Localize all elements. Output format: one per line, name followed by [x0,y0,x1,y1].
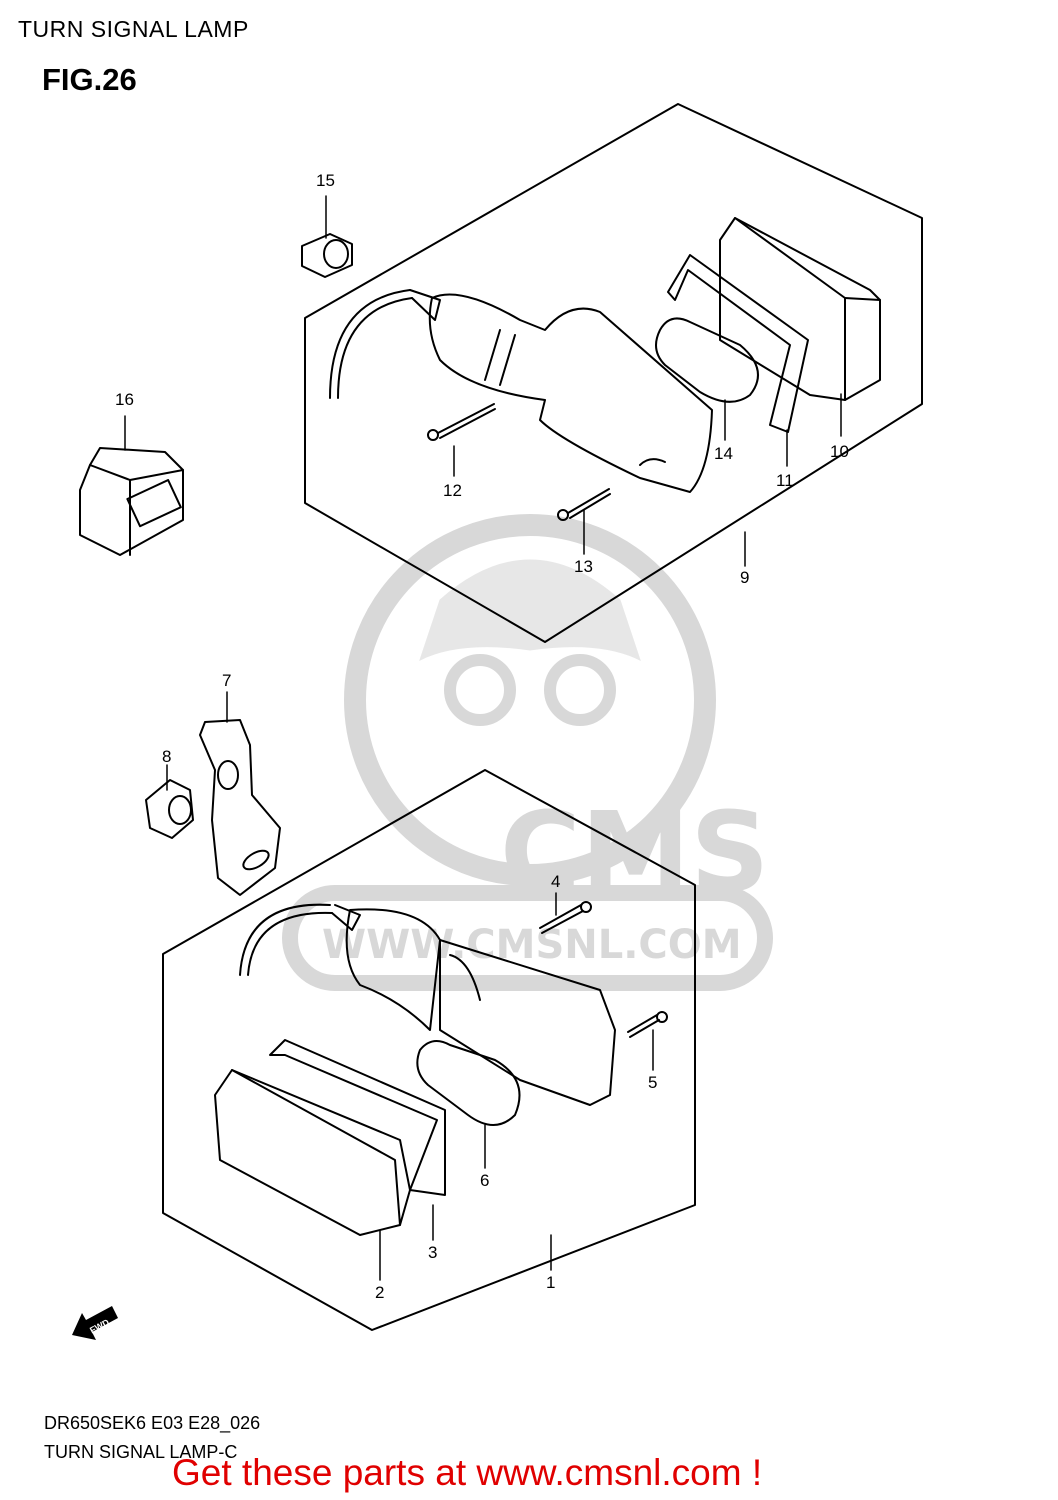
callout-10: 10 [830,442,849,461]
watermark-url: WWW.CMSNL.COM [322,922,742,968]
diagram-name: TURN SIGNAL LAMP-C [44,1442,238,1462]
callout-14: 14 [714,444,733,463]
connector-part-16 [79,447,184,556]
lower-lamp-housing [239,903,616,1106]
screw-part-12 [427,403,496,441]
bulb-part-6 [416,1040,521,1126]
lens-part-10 [719,217,881,401]
callout-3: 3 [428,1243,437,1262]
fwd-arrow-icon: FWD [72,1306,118,1340]
watermark: CMS WWW.CMSNL.COM [282,514,773,991]
lens-part-2 [214,1069,411,1236]
gasket-part-11 [667,254,809,433]
bracket-part-7 [199,719,281,896]
callout-2: 2 [375,1283,384,1302]
nut-part-8 [145,779,194,839]
callout-4: 4 [551,872,560,891]
callout-numbers: 1 2 3 4 5 6 7 8 9 10 11 12 13 14 15 16 [115,171,849,1302]
screw-part-4 [539,901,592,934]
screw-part-5 [627,1011,668,1038]
figure-number: FIG.26 [42,62,137,97]
leader-lines [124,195,842,1281]
callout-11: 11 [776,471,794,490]
diagram-code: DR650SEK6 E03 E28_026 [44,1413,261,1433]
callout-15: 15 [316,171,335,190]
callout-7: 7 [222,671,231,690]
callout-12: 12 [443,481,462,500]
page-title: TURN SIGNAL LAMP [18,16,249,42]
callout-5: 5 [648,1073,657,1092]
upper-assembly-outline [304,103,923,643]
callout-13: 13 [574,557,593,576]
bulb-part-14 [655,317,759,403]
callout-8: 8 [162,747,171,766]
callout-16: 16 [115,390,134,409]
upper-lamp-housing [329,289,713,493]
cta-link[interactable]: Get these parts at www.cmsnl.com ! [172,1452,763,1493]
callout-9: 9 [740,568,749,587]
gasket-part-3 [269,1039,446,1196]
callout-6: 6 [480,1171,489,1190]
lower-assembly-outline [162,769,696,1331]
screw-part-13 [557,488,611,521]
callout-1: 1 [546,1273,555,1292]
nut-part-15 [301,233,353,278]
